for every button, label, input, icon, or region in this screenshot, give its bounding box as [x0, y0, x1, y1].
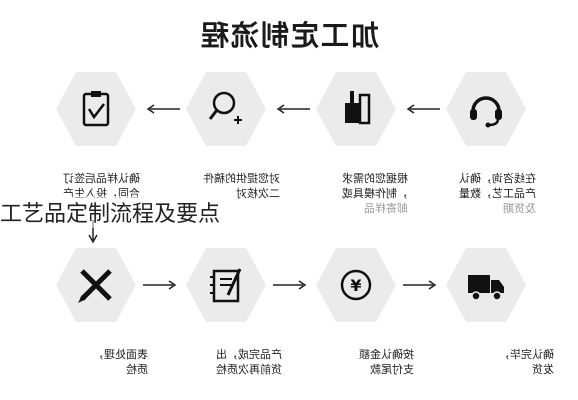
step-label: 表面处理， 质检 [93, 348, 148, 376]
arrow-left-3 [146, 104, 180, 114]
step-label: 确认完毕， 发货 [499, 348, 554, 376]
step-text-payment: 按确认金额 支付尾款 [318, 332, 414, 377]
svg-text:¥: ¥ [350, 276, 361, 295]
step-text-review: 对您提供的稿件 二次核对 [184, 156, 280, 201]
step-contract [56, 72, 136, 146]
magnifier-plus-icon [208, 91, 242, 124]
step-final-check [186, 248, 266, 322]
step-text-surface: 表面处理， 质检 [52, 332, 148, 377]
step-surface [56, 248, 136, 322]
pencil-ruler-icon [78, 269, 112, 303]
step-label: 在线咨询，确认 产品工艺，数量 [459, 172, 536, 200]
arrow-left-2 [276, 104, 310, 114]
step-text-ship: 确认完毕， 发货 [458, 332, 554, 377]
step-payment: ¥ [316, 248, 396, 322]
truck-icon [468, 275, 504, 301]
clipboard-check-icon [82, 91, 110, 127]
step-sublabel: 邮寄样品 [364, 202, 408, 215]
page-title: 加工定制流程 [199, 19, 380, 52]
step-label: 按确认金额 支付尾款 [359, 348, 414, 376]
step-label: 根据您的需求 ，制作模具或 [342, 172, 408, 200]
headset-icon [470, 96, 502, 128]
arrow-right-1 [143, 280, 177, 290]
step-text-final-check: 产品完成，出 货前再次质检 [186, 332, 282, 377]
overlay-caption: 工艺品定制流程及要点 [0, 196, 221, 228]
notebook-pen-icon [210, 268, 242, 303]
step-mold [316, 72, 396, 146]
step-sublabel: 及货期 [503, 202, 536, 215]
step-ship [446, 248, 526, 322]
step-label: 产品完成，出 货前再次质检 [216, 348, 282, 376]
step-review [186, 72, 266, 146]
arrow-left-1 [406, 104, 440, 114]
step-consult [446, 72, 526, 146]
arrow-right-2 [273, 280, 307, 290]
yen-coin-icon: ¥ [340, 269, 372, 301]
nail-polish-icon [345, 91, 371, 125]
step-text-contract: 确认样品后签订 合同，投入生产 [44, 156, 140, 201]
step-text-mold: 根据您的需求 ，制作模具或 邮寄样品 [312, 156, 408, 231]
arrow-right-3 [403, 280, 437, 290]
step-text-consult: 在线咨询，确认 产品工艺，数量 及货期 [440, 156, 536, 231]
